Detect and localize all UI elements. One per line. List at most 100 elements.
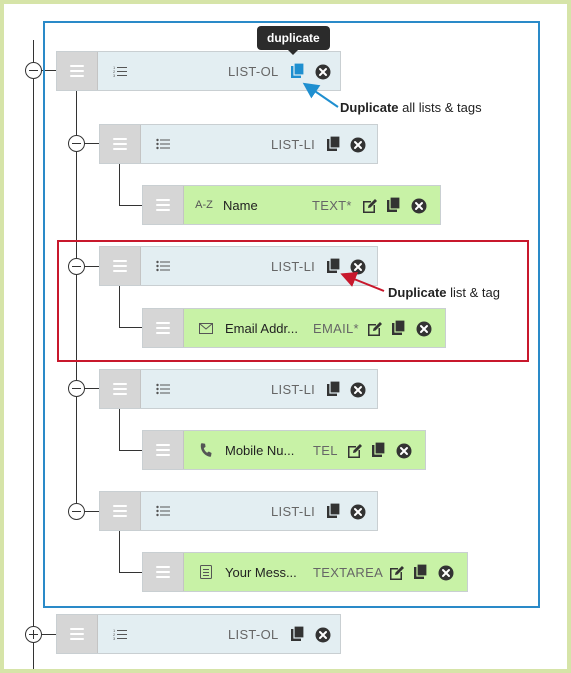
duplicate-icon[interactable] xyxy=(391,319,407,336)
duplicate-icon[interactable] xyxy=(326,257,342,274)
duplicate-tooltip: duplicate xyxy=(257,26,330,55)
phone-icon xyxy=(197,442,215,458)
tag-type: LIST-LI xyxy=(271,259,316,274)
drag-handle-icon xyxy=(113,138,127,150)
unordered-list-icon xyxy=(154,503,172,519)
edit-icon[interactable] xyxy=(362,198,378,214)
field-label: Your Mess... xyxy=(225,564,297,580)
drag-handle[interactable] xyxy=(143,553,184,591)
tree-branch-ol2 xyxy=(41,634,56,635)
row-body: Mobile Nu... TEL xyxy=(184,431,425,469)
field-label: Email Addr... xyxy=(225,320,298,336)
list-li-row[interactable]: LIST-LI xyxy=(99,124,378,164)
delete-icon[interactable] xyxy=(396,443,412,459)
drag-handle[interactable] xyxy=(143,309,184,347)
row-body: LIST-LI xyxy=(141,125,377,163)
delete-icon[interactable] xyxy=(350,382,366,398)
drag-handle-icon xyxy=(156,322,170,334)
list-li-row[interactable]: LIST-LI xyxy=(99,246,378,286)
list-li-row[interactable]: LIST-LI xyxy=(99,369,378,409)
delete-icon[interactable] xyxy=(350,137,366,153)
tree-branch-li4 xyxy=(84,511,99,512)
drag-handle[interactable] xyxy=(100,370,141,408)
edit-icon[interactable] xyxy=(367,321,383,337)
tree-line-li3 xyxy=(119,408,120,450)
tag-type: LIST-OL xyxy=(228,64,279,79)
text-field-row[interactable]: A-Z Name TEXT* xyxy=(142,185,441,225)
delete-icon[interactable] xyxy=(350,504,366,520)
collapse-toggle-ol1[interactable] xyxy=(25,62,42,79)
duplicate-icon[interactable] xyxy=(413,563,429,580)
callout-bold: Duplicate xyxy=(340,100,399,115)
collapse-toggle-li2[interactable] xyxy=(68,258,85,275)
textarea-field-row[interactable]: Your Mess... TEXTAREA xyxy=(142,552,468,592)
drag-handle-icon xyxy=(70,628,84,640)
edit-icon[interactable] xyxy=(347,443,363,459)
collapse-toggle-li1[interactable] xyxy=(68,135,85,152)
delete-icon[interactable] xyxy=(438,565,454,581)
drag-handle[interactable] xyxy=(57,52,98,90)
list-li-row[interactable]: LIST-LI xyxy=(99,491,378,531)
callout-arrow-blue xyxy=(302,82,385,292)
svg-text:1: 1 xyxy=(113,65,116,70)
callout-bold: Duplicate xyxy=(388,285,447,300)
row-body: LIST-LI xyxy=(141,370,377,408)
row-body: A-Z Name TEXT* xyxy=(184,186,440,224)
tree-branch-mobile xyxy=(119,450,143,451)
tree-branch-name xyxy=(119,205,143,206)
drag-handle-icon xyxy=(113,383,127,395)
callout-duplicate-item: Duplicate list & tag xyxy=(388,285,500,300)
tag-type: TEXT* xyxy=(312,198,352,213)
tel-field-row[interactable]: Mobile Nu... TEL xyxy=(142,430,426,470)
tree-branch-message xyxy=(119,572,143,573)
drag-handle[interactable] xyxy=(100,492,141,530)
email-field-row[interactable]: Email Addr... EMAIL* xyxy=(142,308,446,348)
drag-handle[interactable] xyxy=(143,186,184,224)
text-type-icon: A-Z xyxy=(195,199,213,211)
tree-line-li2 xyxy=(119,286,120,328)
svg-text:2: 2 xyxy=(113,632,116,637)
duplicate-icon[interactable] xyxy=(290,625,306,642)
callout-rest: list & tag xyxy=(446,285,500,300)
edit-icon[interactable] xyxy=(389,565,405,581)
tag-type: LIST-LI xyxy=(271,504,316,519)
collapse-toggle-li3[interactable] xyxy=(68,380,85,397)
drag-handle[interactable] xyxy=(57,615,98,653)
duplicate-icon[interactable] xyxy=(326,135,342,152)
duplicate-icon-active[interactable] xyxy=(290,62,306,79)
duplicate-icon[interactable] xyxy=(326,502,342,519)
delete-icon[interactable] xyxy=(411,198,427,214)
drag-handle[interactable] xyxy=(143,431,184,469)
row-body: LIST-LI xyxy=(141,247,377,285)
focused-list-outline xyxy=(43,21,540,608)
tag-type: TEL xyxy=(313,443,338,458)
svg-text:3: 3 xyxy=(113,73,116,77)
duplicate-icon[interactable] xyxy=(386,196,402,213)
tree-branch-ol1 xyxy=(41,70,56,71)
delete-icon[interactable] xyxy=(416,321,432,337)
drag-handle[interactable] xyxy=(100,125,141,163)
delete-icon[interactable] xyxy=(315,64,331,80)
highlighted-item-outline xyxy=(57,240,529,362)
svg-text:3: 3 xyxy=(113,636,116,640)
tree-branch-li3 xyxy=(84,388,99,389)
row-body: Your Mess... TEXTAREA xyxy=(184,553,467,591)
duplicate-icon[interactable] xyxy=(371,441,387,458)
drag-handle[interactable] xyxy=(100,247,141,285)
callout-rest: all lists & tags xyxy=(398,100,482,115)
duplicate-icon[interactable] xyxy=(326,380,342,397)
collapse-toggle-li4[interactable] xyxy=(68,503,85,520)
tree-line-li1 xyxy=(119,163,120,205)
delete-icon[interactable] xyxy=(315,627,331,643)
drag-handle-icon xyxy=(70,65,84,77)
expand-toggle-ol2[interactable] xyxy=(25,626,42,643)
drag-handle-icon xyxy=(113,260,127,272)
drag-handle-icon xyxy=(156,199,170,211)
row-body: LIST-LI xyxy=(141,492,377,530)
delete-icon[interactable] xyxy=(350,259,366,275)
